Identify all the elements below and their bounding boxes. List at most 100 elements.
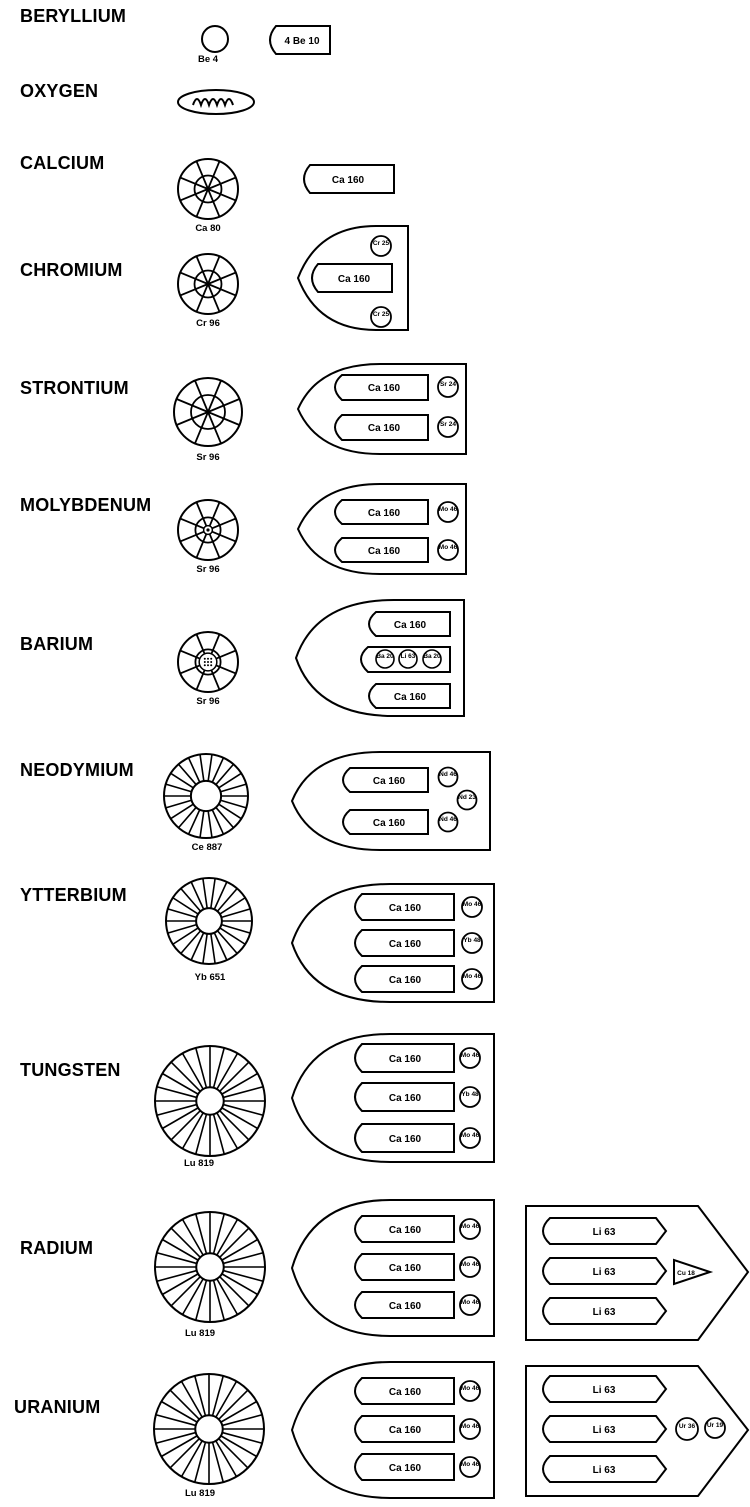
nucleus-label: Mo 46: [461, 1461, 480, 1468]
row-uranium: URANIUM Lu 819 Ca 160 Mo 46 Ca 160 Mo 46…: [0, 1350, 750, 1507]
nucleus-label: Mo 46: [463, 901, 482, 908]
neodymium-emblem: [163, 753, 249, 839]
chromium-shield: Cr 25 Ca 160 Cr 25: [296, 225, 409, 331]
row-chromium: CHROMIUM Cr 96 Cr 25 Ca 160 Cr 25: [0, 222, 750, 340]
row-radium: RADIUM Lu 819 Ca 160 Mo 46 Ca 160 Mo 46 …: [0, 1188, 750, 1348]
row-beryllium: BERYLLIUM Be 4 4 Be 10: [0, 0, 750, 75]
row-barium: BARIUM Sr 96 Ca 160 Ba 20 Li 63 Ba 20 Ca…: [0, 596, 750, 722]
bar-label: Li 63: [593, 1227, 616, 1238]
bar-label: Ca 160: [389, 939, 422, 950]
emblem-caption: Yb 651: [194, 972, 226, 983]
nucleus-label: Mo 46: [461, 1385, 480, 1392]
oxygen-emblem: [177, 89, 255, 115]
beryllium-emblem: [201, 25, 229, 53]
row-neodymium: NEODYMIUM Ce 887 Ca 160 Nd 46 Nd 23 Ca 1…: [0, 746, 750, 866]
row-oxygen: OXYGEN: [0, 75, 750, 130]
barium-shield: Ca 160 Ba 20 Li 63 Ba 20 Ca 160: [294, 599, 465, 717]
element-name: CHROMIUM: [20, 260, 123, 280]
nucleus-label: Ba 20: [423, 653, 441, 660]
nucleus-label: Nd 23: [458, 794, 476, 801]
nucleus-label: Mo 46: [439, 506, 458, 513]
bar-label: Ca 160: [338, 274, 371, 285]
calcium-tag: Ca 160: [303, 164, 395, 194]
element-name: TUNGSTEN: [20, 1060, 121, 1080]
bar-label: Ca 160: [368, 423, 401, 434]
bar-label: Ca 160: [373, 818, 406, 829]
strontium-emblem: [173, 377, 243, 447]
nucleus-label: Ur 19: [707, 1422, 724, 1429]
ytterbium-emblem: [165, 877, 253, 965]
bar-label: Ca 160: [373, 776, 406, 787]
nucleus-label: Mo 46: [461, 1261, 480, 1268]
bar-label: Ca 160: [389, 1093, 422, 1104]
element-name: BERYLLIUM: [20, 6, 127, 26]
uranium-shield: Ca 160 Mo 46 Ca 160 Mo 46 Ca 160 Mo 46: [290, 1361, 495, 1499]
nucleus-label: Yb 48: [461, 1091, 479, 1098]
strontium-shield: Ca 160 Sr 24 Ca 160 Sr 24: [296, 363, 467, 455]
emblem-caption: Ca 80: [195, 223, 221, 234]
nucleus-label: Mo 46: [461, 1423, 480, 1430]
emblem-caption: Ce 887: [191, 842, 223, 853]
tag-label: 4 Be 10: [284, 36, 319, 47]
nucleus-label: Sr 24: [440, 421, 456, 428]
bar-label: Ca 160: [368, 508, 401, 519]
bar-label: Ca 160: [389, 903, 422, 914]
bar-label: Li 63: [593, 1307, 616, 1318]
radium-shield: Ca 160 Mo 46 Ca 160 Mo 46 Ca 160 Mo 46: [290, 1199, 495, 1337]
bar-label: Ca 160: [368, 546, 401, 557]
element-name: STRONTIUM: [20, 378, 129, 398]
bar-label: Li 63: [593, 1425, 616, 1436]
nucleus-label: Mo 46: [461, 1132, 480, 1139]
bar-label: Ca 160: [389, 1301, 422, 1312]
element-name: CALCIUM: [20, 153, 105, 173]
element-name: BARIUM: [20, 634, 94, 654]
emblem-caption: Be 4: [197, 54, 219, 65]
bar-label: Ca 160: [394, 692, 427, 703]
nucleus-label: Ba 20: [376, 653, 394, 660]
tungsten-emblem: [154, 1045, 266, 1157]
molybdenum-emblem: [177, 499, 239, 561]
nucleus-label: Mo 46: [461, 1052, 480, 1059]
element-name: MOLYBDENUM: [20, 495, 152, 515]
tungsten-shield: Ca 160 Mo 46 Ca 160 Yb 48 Ca 160 Mo 46: [290, 1033, 495, 1163]
nucleus-label: Nd 46: [439, 771, 457, 778]
uranium-emblem: [153, 1373, 265, 1485]
nucleus-label: Li 63: [401, 653, 416, 660]
bar-label: Ca 160: [389, 1387, 422, 1398]
row-tungsten: TUNGSTEN Lu 819 Ca 160 Mo 46 Ca 160 Yb 4…: [0, 1028, 750, 1178]
calcium-emblem: [177, 158, 239, 220]
element-name: YTTERBIUM: [20, 885, 127, 905]
nucleus-label: Ur 36: [679, 1423, 696, 1430]
nucleus-label: Mo 46: [439, 544, 458, 551]
emblem-caption: Lu 819: [183, 1158, 215, 1169]
chromium-emblem: [177, 253, 239, 315]
barium-emblem: [177, 631, 239, 693]
bar-label: Li 63: [593, 1465, 616, 1476]
radium-emblem: [154, 1211, 266, 1323]
bar-label: Ca 160: [389, 1463, 422, 1474]
nucleus-label: Sr 24: [440, 381, 456, 388]
bar-label: Li 63: [593, 1385, 616, 1396]
bar-label: Ca 160: [394, 620, 427, 631]
nucleus-label: Yb 48: [463, 937, 481, 944]
element-name: RADIUM: [20, 1238, 94, 1258]
row-calcium: CALCIUM Ca 80 Ca 160: [0, 145, 750, 235]
emblem-caption: Sr 96: [196, 564, 220, 575]
row-ytterbium: YTTERBIUM Yb 651 Ca 160 Mo 46 Ca 160 Yb …: [0, 876, 750, 1008]
ytterbium-shield: Ca 160 Mo 46 Ca 160 Yb 48 Ca 160 Mo 46: [290, 883, 495, 1003]
emblem-caption: Sr 96: [196, 696, 220, 707]
emblem-caption: Lu 819: [184, 1328, 216, 1339]
nucleus-label: Mo 46: [461, 1299, 480, 1306]
emblem-caption: Cr 96: [196, 318, 220, 329]
bar-label: Ca 160: [389, 1225, 422, 1236]
row-molybdenum: MOLYBDENUM Sr 96 Ca 160 Mo 46 Ca 160 Mo …: [0, 480, 750, 592]
radium-outer-shell: Li 63 Li 63 Li 63 Cu 18: [525, 1205, 750, 1341]
bar-label: Ca 160: [389, 975, 422, 986]
row-strontium: STRONTIUM Sr 96 Ca 160 Sr 24 Ca 160 Sr 2…: [0, 360, 750, 472]
bar-label: Ca 160: [389, 1263, 422, 1274]
tag-label: Ca 160: [332, 175, 365, 186]
nucleus-label: Mo 46: [463, 973, 482, 980]
tag-label: Cu 18: [677, 1270, 695, 1277]
beryllium-tag: 4 Be 10: [269, 25, 331, 55]
neodymium-shield: Ca 160 Nd 46 Nd 23 Ca 160 Nd 46: [290, 751, 491, 851]
